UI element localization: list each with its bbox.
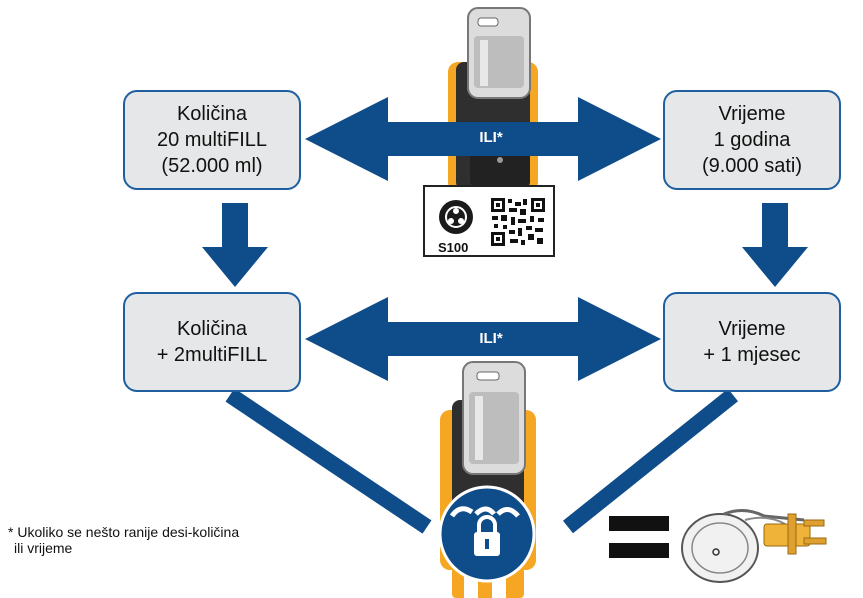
down-arrow-left xyxy=(202,203,268,287)
box-time-extension: Vrijeme + 1 mjesec xyxy=(663,292,841,392)
chain-lock-icon xyxy=(438,485,536,583)
s100-logo-icon xyxy=(439,200,473,234)
double-arrow-top xyxy=(305,97,661,181)
or-label-bottom: ILI* xyxy=(479,330,503,347)
box-quantity-initial-value: 20 multiFILL xyxy=(156,129,268,151)
s100-code-label: S100 xyxy=(438,240,469,255)
equals-icon xyxy=(609,516,669,558)
down-arrow-right xyxy=(742,203,808,287)
converge-line-right xyxy=(563,388,738,534)
pump-part-icon xyxy=(681,509,827,583)
box-time-extension-value: + 1 mjesec xyxy=(703,344,801,366)
double-arrow-bottom xyxy=(305,297,661,381)
box-quantity-initial: Količina 20 multiFILL (52.000 ml) xyxy=(123,90,301,190)
footnote: * Ukoliko se nešto ranije desi-količina … xyxy=(8,524,338,556)
box-time-initial-hours: (9.000 sati) xyxy=(701,155,803,177)
box-quantity-initial-title: Količina xyxy=(176,103,248,125)
box-time-initial-value: 1 godina xyxy=(713,129,791,151)
footnote-line-1: * Ukoliko se nešto ranije desi-količina xyxy=(8,524,240,540)
box-quantity-extension-title: Količina xyxy=(176,318,248,340)
qr-code-icon xyxy=(491,198,545,246)
converge-line-left xyxy=(225,388,432,534)
box-time-initial: Vrijeme 1 godina (9.000 sati) xyxy=(663,90,841,190)
or-label-top: ILI* xyxy=(479,129,503,146)
box-quantity-initial-ml: (52.000 ml) xyxy=(161,155,263,177)
box-time-initial-title: Vrijeme xyxy=(718,103,786,125)
box-time-extension-title: Vrijeme xyxy=(718,318,786,340)
label-card xyxy=(423,185,555,257)
box-quantity-extension: Količina + 2multiFILL xyxy=(123,292,301,392)
footnote-line-2: ili vrijeme xyxy=(14,540,73,556)
box-quantity-extension-value: + 2multiFILL xyxy=(156,344,268,366)
device-top xyxy=(448,7,538,192)
